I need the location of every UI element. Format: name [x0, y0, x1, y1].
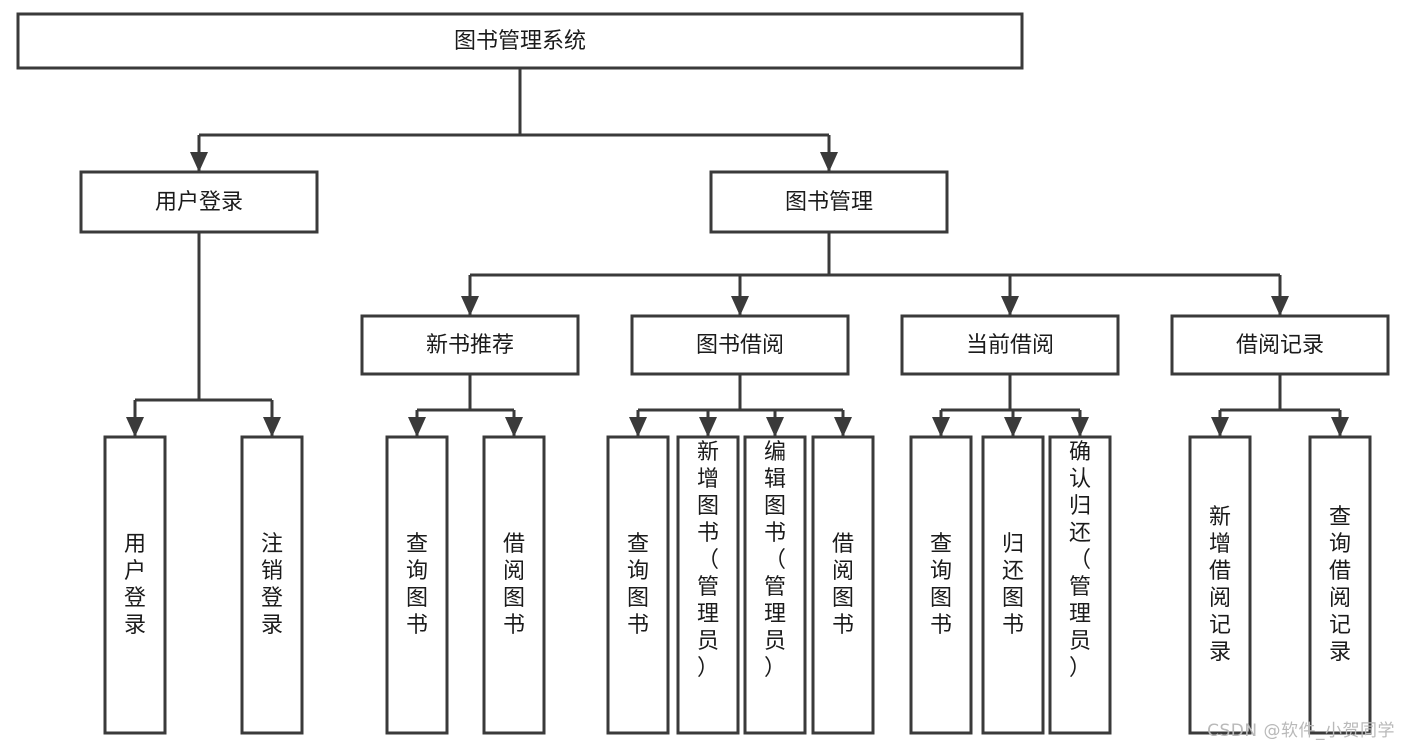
connector-layer	[126, 68, 1349, 437]
arrow-head-icon	[190, 152, 208, 172]
arrow-head-icon	[126, 417, 144, 437]
node-box	[900, 314, 1120, 376]
node-leaf-logout[interactable]: 注销登录	[240, 435, 304, 735]
watermark-label: CSDN @软件_小贺同学	[1207, 721, 1395, 741]
node-box	[606, 435, 670, 735]
node-leaf-add-record[interactable]: 新增借阅记录	[1188, 435, 1252, 735]
node-label: 当前借阅	[966, 333, 1054, 358]
edge-group-root	[190, 68, 838, 172]
edge-group-newbook	[408, 374, 523, 437]
node-label: 查询借阅记录	[1329, 505, 1351, 665]
node-label: 查询图书	[930, 532, 952, 638]
node-box	[240, 435, 304, 735]
node-box	[385, 435, 449, 735]
node-label: 确认归还（管理员）	[1069, 440, 1091, 681]
node-leaf-user-login[interactable]: 用户登录	[103, 435, 167, 735]
node-box	[1048, 435, 1112, 735]
node-box	[630, 314, 850, 376]
node-leaf-edit-book[interactable]: 编辑图书（管理员）	[743, 435, 807, 735]
node-leaf-borrow-book-2[interactable]: 借阅图书	[811, 435, 875, 735]
node-leaf-confirm-return[interactable]: 确认归还（管理员）	[1048, 435, 1112, 735]
arrow-head-icon	[629, 417, 647, 437]
node-box	[709, 170, 949, 234]
node-box	[16, 12, 1024, 70]
arrow-head-icon	[1271, 296, 1289, 316]
arrow-head-icon	[1331, 417, 1349, 437]
node-label: 借阅图书	[503, 532, 525, 638]
node-leaf-query-book-1[interactable]: 查询图书	[385, 435, 449, 735]
node-records[interactable]: 借阅记录	[1170, 314, 1390, 376]
node-login[interactable]: 用户登录	[79, 170, 319, 234]
arrow-head-icon	[1071, 417, 1089, 437]
node-label: 图书借阅	[696, 333, 784, 358]
node-leaf-return-book[interactable]: 归还图书	[981, 435, 1045, 735]
edge-group-current	[932, 374, 1089, 437]
node-label: 查询图书	[406, 532, 428, 638]
node-label: 用户登录	[124, 532, 146, 638]
arrow-head-icon	[932, 417, 950, 437]
node-label: 借阅记录	[1236, 333, 1324, 358]
node-leaf-query-record[interactable]: 查询借阅记录	[1308, 435, 1372, 735]
arrow-head-icon	[1004, 417, 1022, 437]
node-box	[981, 435, 1045, 735]
node-borrow[interactable]: 图书借阅	[630, 314, 850, 376]
arrow-head-icon	[263, 417, 281, 437]
arrow-head-icon	[1211, 417, 1229, 437]
arrow-head-icon	[461, 296, 479, 316]
arrow-head-icon	[505, 417, 523, 437]
node-newbook[interactable]: 新书推荐	[360, 314, 580, 376]
node-leaf-query-book-3[interactable]: 查询图书	[909, 435, 973, 735]
node-label: 新增图书（管理员）	[697, 440, 719, 681]
node-box	[360, 314, 580, 376]
node-box	[1308, 435, 1372, 735]
node-box	[1170, 314, 1390, 376]
node-leaf-add-book[interactable]: 新增图书（管理员）	[676, 435, 740, 735]
node-box	[1188, 435, 1252, 735]
node-layer: 图书管理系统用户登录图书管理新书推荐图书借阅当前借阅借阅记录用户登录注销登录查询…	[16, 12, 1390, 735]
node-label: 借阅图书	[832, 532, 854, 638]
edge-group-borrow	[629, 374, 852, 437]
node-leaf-borrow-book-1[interactable]: 借阅图书	[482, 435, 546, 735]
node-box	[743, 435, 807, 735]
node-root[interactable]: 图书管理系统	[16, 12, 1024, 70]
node-label: 新书推荐	[426, 333, 514, 358]
arrow-head-icon	[408, 417, 426, 437]
node-label: 图书管理	[785, 190, 873, 215]
node-box	[811, 435, 875, 735]
node-box	[909, 435, 973, 735]
node-label: 注销登录	[261, 532, 283, 638]
node-label: 图书管理系统	[454, 29, 586, 54]
arrow-head-icon	[834, 417, 852, 437]
node-box	[103, 435, 167, 735]
arrow-head-icon	[731, 296, 749, 316]
node-current[interactable]: 当前借阅	[900, 314, 1120, 376]
node-label: 编辑图书（管理员）	[764, 440, 786, 681]
edge-group-records	[1211, 374, 1349, 437]
arrow-head-icon	[699, 417, 717, 437]
node-label: 用户登录	[155, 190, 243, 215]
node-label: 查询图书	[627, 532, 649, 638]
arrow-head-icon	[766, 417, 784, 437]
node-bookmgmt[interactable]: 图书管理	[709, 170, 949, 234]
node-leaf-query-book-2[interactable]: 查询图书	[606, 435, 670, 735]
node-box	[676, 435, 740, 735]
node-label: 归还图书	[1002, 532, 1024, 638]
node-label: 新增借阅记录	[1209, 505, 1231, 665]
arrow-head-icon	[820, 152, 838, 172]
node-box	[482, 435, 546, 735]
node-box	[79, 170, 319, 234]
arrow-head-icon	[1001, 296, 1019, 316]
edge-group-login	[126, 232, 281, 437]
edge-group-bookmgmt	[461, 232, 1289, 316]
